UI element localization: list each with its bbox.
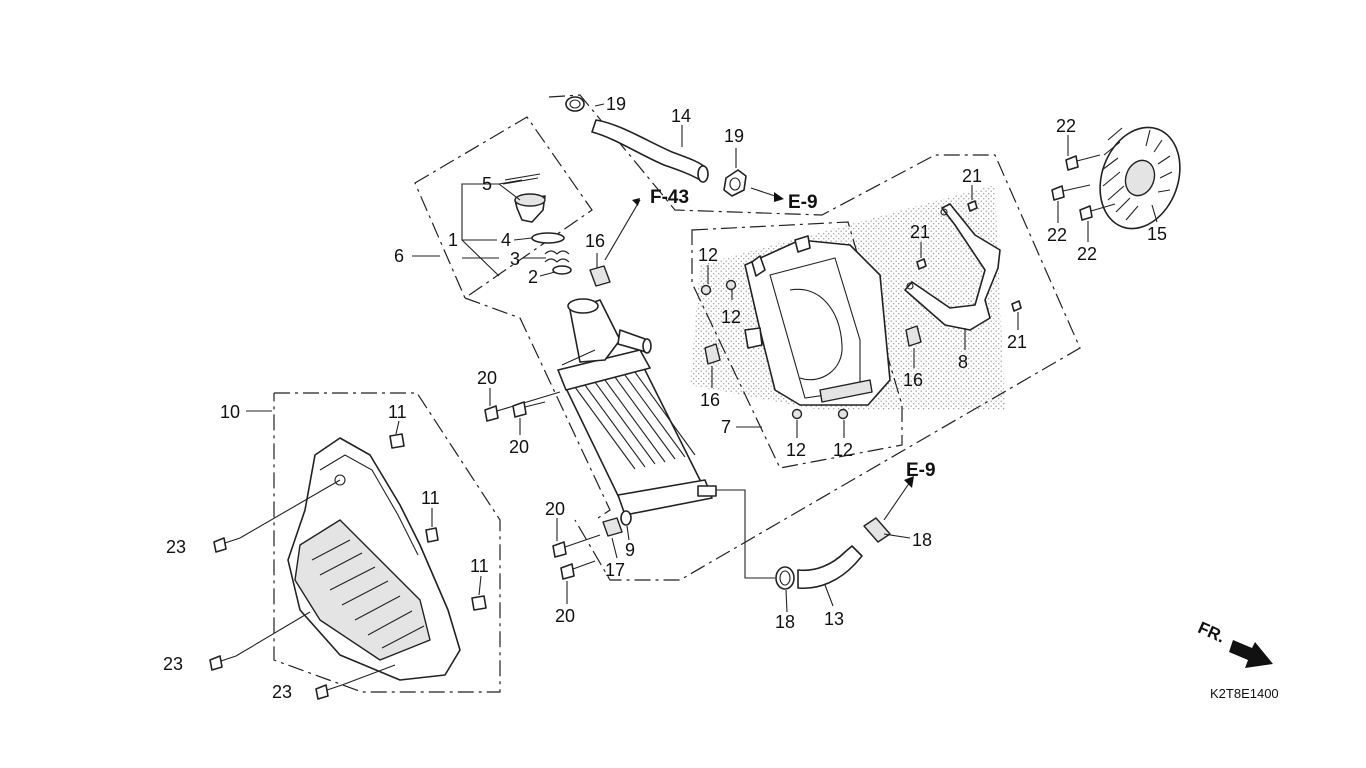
hose-14-end (697, 165, 709, 183)
screw-23c (315, 684, 329, 700)
collar-11b (425, 527, 439, 543)
bolt-20d (560, 563, 575, 580)
callout-8: 8 (958, 352, 968, 372)
callout-16c: 16 (903, 370, 923, 390)
shroud-group-boundary (548, 94, 1081, 581)
collar-11a (389, 433, 405, 449)
callout-21a: 21 (962, 166, 982, 186)
callout-11b: 11 (421, 488, 440, 508)
ref-f43[interactable]: F-43 (650, 187, 689, 208)
callout-5: 5 (482, 174, 492, 194)
hose-13 (797, 545, 863, 590)
clamp-18b (863, 517, 891, 543)
callout-9: 9 (625, 540, 635, 560)
callout-7: 7 (721, 417, 731, 437)
nut-12d (837, 408, 849, 420)
bolt-22b (1051, 185, 1065, 201)
callout-11a: 11 (388, 402, 407, 422)
callout-22a: 22 (1056, 116, 1076, 136)
clamp-19b (723, 169, 747, 197)
diagram-code: K2T8E1400 (1210, 686, 1279, 701)
rubber-mount-17 (602, 517, 623, 537)
callout-21c: 21 (1007, 332, 1027, 352)
cap-group-boundary (414, 116, 593, 299)
callout-22c: 22 (1077, 244, 1097, 264)
callout-12d: 12 (833, 440, 853, 460)
bolt-20c (552, 541, 567, 558)
valve-washer (552, 265, 572, 275)
callout-18b: 18 (912, 530, 932, 550)
front-direction-label: FR. (1195, 618, 1228, 646)
radiator-bottom-tank (617, 479, 713, 516)
shroud-inner-boundary (691, 221, 903, 469)
cover-bracket-8 (904, 203, 1001, 331)
bolt-22c (1079, 205, 1093, 221)
callout-20b: 20 (509, 437, 529, 457)
front-direction-arrow-icon (1229, 640, 1273, 668)
bolt-20a (484, 405, 499, 422)
nut-12c (791, 408, 803, 420)
screw-21c (1011, 300, 1022, 312)
clamp-19a (565, 96, 585, 112)
callout-23a: 23 (166, 537, 186, 557)
grommet-16b (704, 343, 721, 365)
callout-labels: 1 2 3 4 5 6 7 8 9 10 11 11 11 12 12 12 1… (163, 94, 1167, 702)
callout-15: 15 (1147, 224, 1167, 244)
screw-21b (916, 258, 927, 270)
nut-12a (700, 284, 712, 296)
callout-2: 2 (528, 267, 538, 287)
callout-4: 4 (501, 230, 511, 250)
callout-23b: 23 (163, 654, 183, 674)
radiator-group-boundary (464, 297, 611, 521)
outlet-pipe (697, 485, 717, 497)
callout-20a: 20 (477, 368, 497, 388)
cover-grille (294, 519, 431, 661)
collar-9 (620, 510, 632, 526)
nut-12b (725, 279, 737, 291)
leader-lines (235, 103, 1158, 686)
callout-16a: 16 (585, 231, 605, 251)
callout-18a: 18 (775, 612, 795, 632)
callout-11c: 11 (470, 556, 489, 576)
reference-arrows (604, 187, 914, 521)
callout-20c: 20 (545, 499, 565, 519)
bolt-20b (512, 401, 527, 418)
callout-21b: 21 (910, 222, 930, 242)
callout-12a: 12 (698, 245, 718, 265)
screw-23b (209, 655, 223, 671)
collar-11c (471, 595, 487, 611)
callout-13: 13 (824, 609, 844, 629)
screw-23a (213, 537, 227, 553)
callout-12c: 12 (786, 440, 806, 460)
fan-shroud (744, 239, 891, 406)
grommet-16c (905, 325, 922, 347)
screw-21a (967, 200, 978, 212)
spring (544, 250, 570, 263)
callout-17: 17 (605, 560, 625, 580)
callout-12b: 12 (721, 307, 741, 327)
seal-ring (531, 232, 565, 244)
callout-6: 6 (394, 246, 404, 266)
callout-19b: 19 (724, 126, 744, 146)
callout-20d: 20 (555, 606, 575, 626)
bolt-22a (1065, 155, 1079, 171)
clamp-18a (775, 566, 795, 590)
callout-19a: 19 (606, 94, 626, 114)
callout-1: 1 (448, 230, 458, 250)
hose-14 (591, 119, 707, 181)
cover-group-boundary (273, 392, 501, 693)
callout-10: 10 (220, 402, 240, 422)
callout-23c: 23 (272, 682, 292, 702)
radiator-top-tank (557, 349, 651, 391)
callout-14: 14 (671, 106, 691, 126)
ref-e9-bottom[interactable]: E-9 (906, 460, 936, 481)
callout-22b: 22 (1047, 225, 1067, 245)
callout-16b: 16 (700, 390, 720, 410)
callout-3: 3 (510, 249, 520, 269)
grommet-16a (589, 265, 611, 287)
ref-e9-top[interactable]: E-9 (788, 192, 818, 213)
